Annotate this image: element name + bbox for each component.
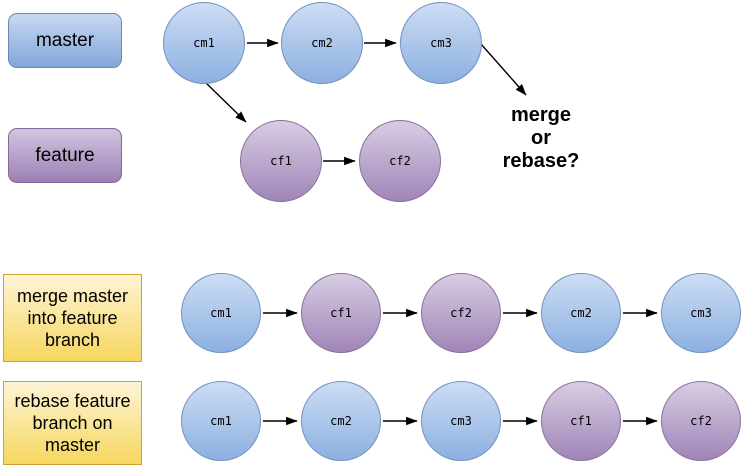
commit-node-merge-2: cf1 [301, 273, 381, 353]
commit-node-top-cm1: cm1 [163, 2, 245, 84]
commit-node-rebase-5: cf2 [661, 381, 741, 461]
arrow-cm3-to-question [480, 43, 527, 96]
commit-node-top-cm2: cm2 [281, 2, 363, 84]
commit-label: cf1 [270, 154, 292, 168]
rebase-scenario-caption: rebase feature branch on master [14, 391, 131, 455]
commit-node-merge-1: cm1 [181, 273, 261, 353]
commit-label: cf2 [690, 414, 712, 428]
commit-label: cf1 [570, 414, 592, 428]
rebase-scenario-caption-box: rebase feature branch on master [3, 381, 142, 465]
commit-node-merge-3: cf2 [421, 273, 501, 353]
commit-label: cf2 [450, 306, 472, 320]
merge-or-rebase-question: merge or rebase? [502, 104, 580, 172]
commit-label: cm2 [330, 414, 352, 428]
commit-node-rebase-1: cm1 [181, 381, 261, 461]
commit-label: cm1 [210, 306, 232, 320]
commit-label: cm2 [311, 36, 333, 50]
commit-node-rebase-2: cm2 [301, 381, 381, 461]
commit-node-top-cf2: cf2 [359, 120, 441, 202]
commit-label: cm3 [690, 306, 712, 320]
merge-scenario-caption: merge master into feature branch [16, 286, 129, 350]
commit-label: cm1 [210, 414, 232, 428]
commit-node-merge-4: cm2 [541, 273, 621, 353]
commit-label: cm3 [450, 414, 472, 428]
merge-scenario-caption-box: merge master into feature branch [3, 274, 142, 362]
master-branch-legend: master [8, 13, 122, 68]
commit-node-rebase-3: cm3 [421, 381, 501, 461]
master-branch-label: master [35, 29, 95, 51]
commit-label: cm2 [570, 306, 592, 320]
feature-branch-legend: feature [8, 128, 122, 183]
commit-label: cm1 [193, 36, 215, 50]
arrow-cm1-to-cf1 [203, 80, 247, 123]
commit-label: cf1 [330, 306, 352, 320]
commit-label: cf2 [389, 154, 411, 168]
feature-branch-label: feature [35, 144, 95, 166]
commit-node-merge-5: cm3 [661, 273, 741, 353]
commit-label: cm3 [430, 36, 452, 50]
commit-node-rebase-4: cf1 [541, 381, 621, 461]
commit-node-top-cm3: cm3 [400, 2, 482, 84]
commit-node-top-cf1: cf1 [240, 120, 322, 202]
